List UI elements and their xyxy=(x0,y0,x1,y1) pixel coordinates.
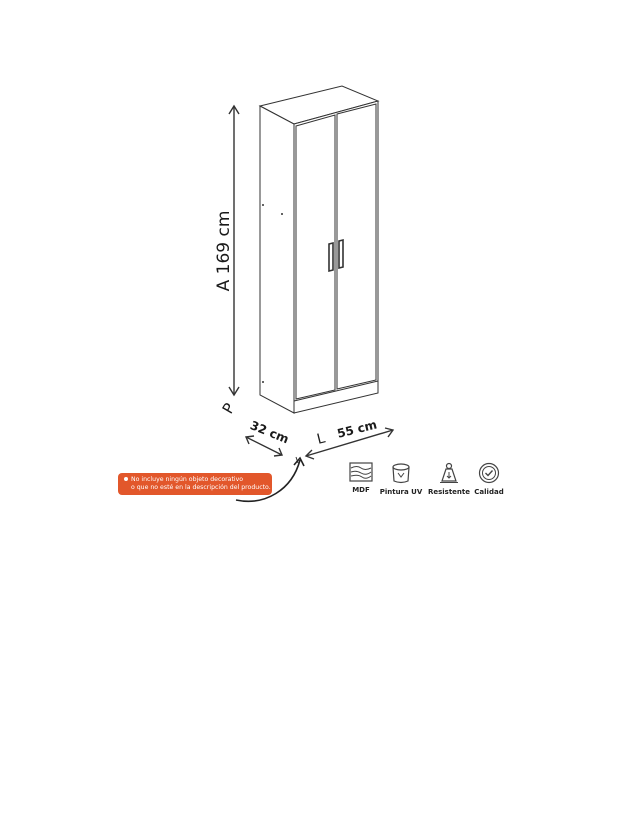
feature-mdf: MDF xyxy=(326,462,396,494)
left-handle xyxy=(328,241,334,273)
side-dots xyxy=(262,204,283,383)
height-arrow xyxy=(228,104,240,397)
width-label: 55 cm xyxy=(336,417,379,440)
feature-label-pintura-uv: Pintura UV xyxy=(379,488,423,496)
left-door xyxy=(295,114,336,400)
height-label: A 169 cm xyxy=(214,211,234,292)
quality-check-icon xyxy=(478,462,500,484)
feature-calidad: Calidad xyxy=(454,462,524,496)
door-handles xyxy=(328,238,344,273)
corner-tick xyxy=(295,456,299,464)
bullet-icon xyxy=(124,477,128,481)
disclaimer-line-2: o que no esté en la descripción del prod… xyxy=(131,484,271,491)
feature-label-resistente: Resistente xyxy=(427,488,471,496)
notice-pointer-arrow xyxy=(235,456,305,502)
wardrobe xyxy=(258,85,380,414)
depth-label: 32 cm xyxy=(248,418,291,446)
depth-arrow xyxy=(244,435,284,457)
wardrobe-side xyxy=(259,105,295,414)
depth-letter: P xyxy=(219,400,239,417)
feature-label-mdf: MDF xyxy=(352,486,370,494)
feature-pintura-uv: Pintura UV xyxy=(366,462,436,496)
disclaimer-line-1: No incluye ningún objeto decorativo xyxy=(131,476,244,483)
width-arrow xyxy=(304,427,395,460)
width-letter: L xyxy=(315,430,327,447)
disclaimer-badge: No incluye ningún objeto decorativo o qu… xyxy=(118,473,272,495)
feature-resistente: Resistente xyxy=(414,462,484,496)
weight-icon xyxy=(440,462,458,483)
right-handle xyxy=(338,238,344,270)
right-door xyxy=(336,103,377,390)
wood-grain-icon xyxy=(349,462,373,482)
paint-can-icon xyxy=(392,463,410,484)
feature-label-calidad: Calidad xyxy=(474,488,504,496)
